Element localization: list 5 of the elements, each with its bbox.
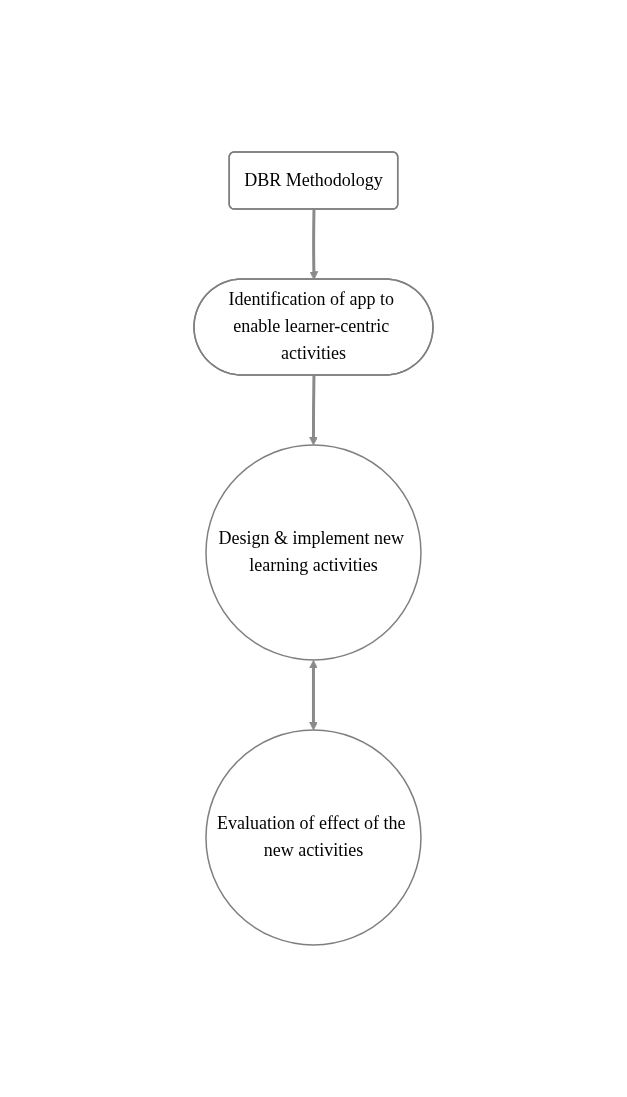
arrow	[309, 375, 318, 446]
arrow	[309, 660, 318, 731]
node-circle: Design & implement new learning activities	[205, 444, 422, 661]
node-circle: Evaluation of effect of the new activities	[205, 729, 422, 946]
arrow	[309, 209, 319, 280]
